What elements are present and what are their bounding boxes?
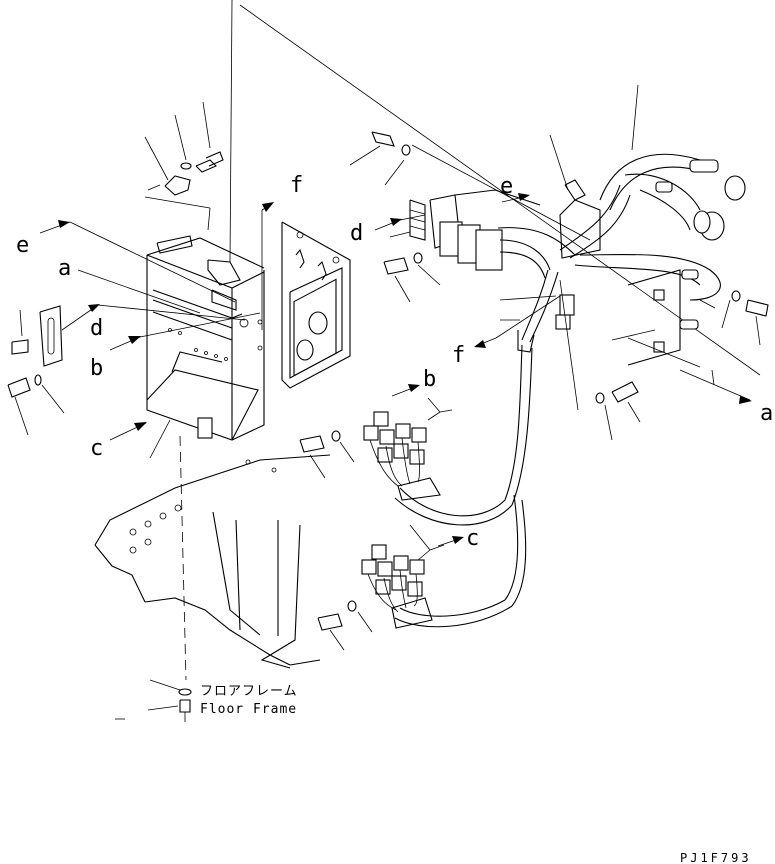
left-fasteners: [7, 305, 65, 436]
callout-b-left: b: [90, 356, 103, 381]
callout-c-right: c: [466, 526, 479, 551]
callout-b-right: b: [423, 367, 436, 392]
callout-e-left: e: [16, 233, 29, 258]
callout-f-left: f: [290, 173, 303, 198]
callout-f-right: f: [452, 343, 465, 368]
side-plate: [281, 221, 351, 389]
reference-lines: [229, 0, 761, 376]
clamp-and-bolts: [144, 101, 224, 231]
connectors-d: [389, 189, 541, 271]
callout-d-right: d: [350, 221, 363, 246]
callout-a-left: a: [58, 256, 71, 281]
wire-harness: [391, 84, 746, 629]
callout-e-right: e: [500, 174, 513, 199]
drawing-code: PJ1F793: [680, 851, 752, 864]
floor-frame: [94, 435, 331, 722]
callout-a-right: a: [760, 401, 773, 426]
callout-d-left: d: [90, 316, 103, 341]
floor-frame-label-en: Floor Frame: [200, 702, 297, 717]
left-arrow-leaders: [39, 202, 274, 459]
center-arrows: [374, 144, 752, 547]
relay-cluster-c: [361, 524, 445, 613]
callout-c-left: c: [90, 436, 103, 461]
relay-cluster-b: [363, 397, 453, 487]
relay-box-bracket: [146, 235, 265, 441]
floor-frame-label-jp: フロアフレーム: [200, 684, 298, 699]
bolts-center: [299, 131, 769, 651]
